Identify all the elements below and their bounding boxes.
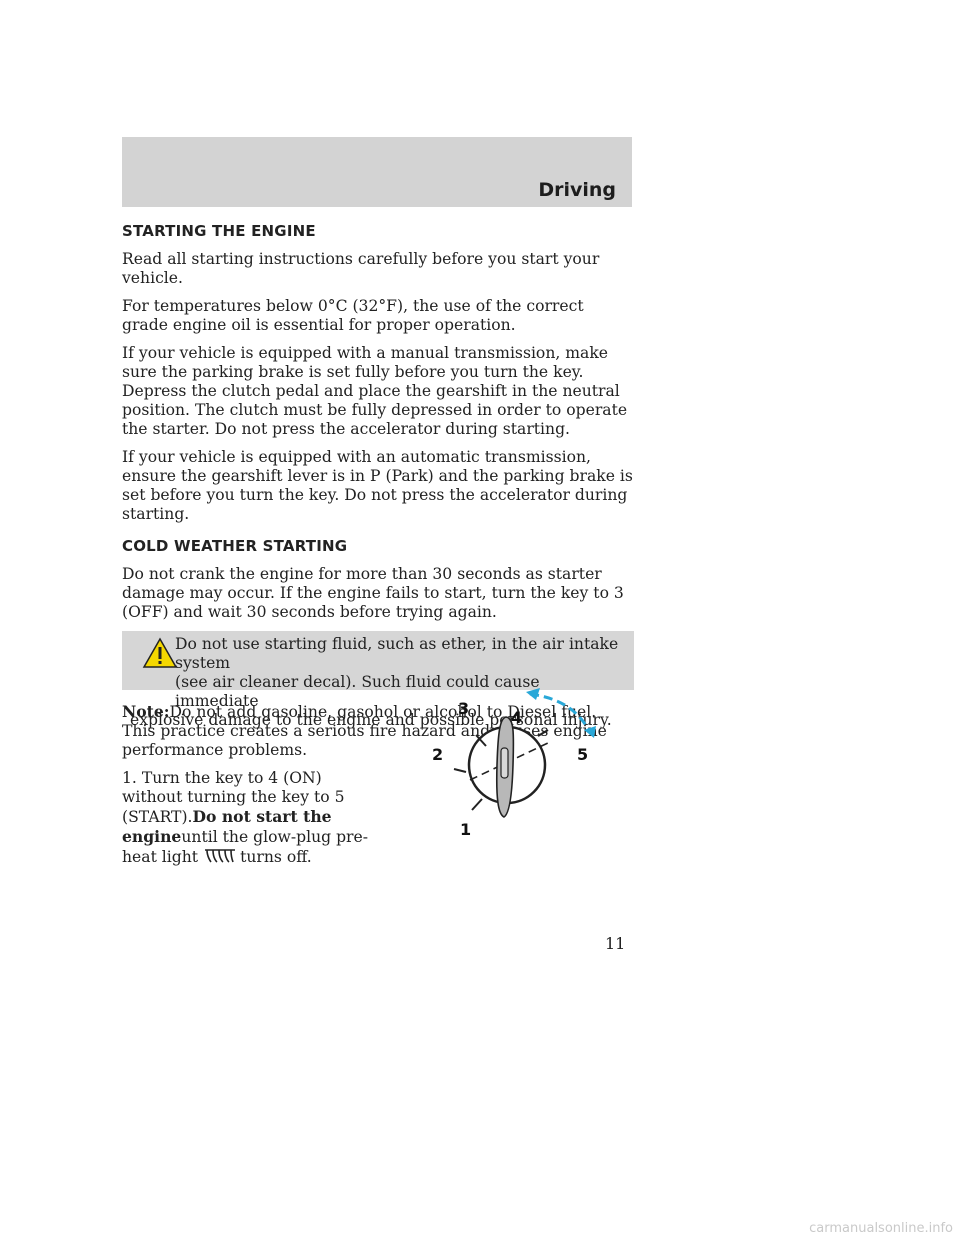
step-1: 1. Turn the key to 4 (ON) without turnin… [122, 769, 372, 867]
step-text: 1. Turn the key to 4 (ON) without turnin… [122, 769, 345, 826]
watermark[interactable]: carmanualsonline.info [809, 1221, 953, 1236]
label-2: 2 [432, 745, 443, 764]
glow-plug-icon [205, 849, 236, 863]
warning-text: explosive damage to the engine and possi… [130, 711, 612, 729]
step-bold-text: Do not start the engine [122, 807, 332, 846]
label-1: 1 [460, 820, 471, 839]
header-band: Driving [122, 137, 632, 207]
note-label: Note: [122, 702, 170, 721]
warning-triangle-icon [142, 637, 178, 668]
heading-starting-engine: STARTING THE ENGINE [122, 222, 316, 240]
paragraph: Do not crank the engine for more than 30… [122, 565, 624, 621]
paragraph: Read all starting instructions carefully… [122, 250, 600, 287]
page-content: STARTING THE ENGINE Read all starting in… [122, 222, 634, 876]
heading-cold-weather: COLD WEATHER STARTING [122, 537, 348, 555]
note-text: Do not add gasoline, gasohol or alcohol … [122, 703, 607, 759]
note-paragraph: Note:Do not add gasoline, gasohol or alc… [122, 702, 634, 760]
warning-text: (see air cleaner decal). Such fluid coul… [175, 673, 540, 710]
label-5: 5 [577, 745, 588, 764]
ignition-key-diagram: 1 2 3 4 5 [432, 688, 596, 839]
warning-text: Do not use starting fluid, such as ether… [175, 635, 619, 672]
step-text: until the glow-plug pre-heat light [122, 828, 368, 866]
warning-box: Do not use starting fluid, such as ether… [122, 631, 634, 729]
label-4: 4 [511, 708, 522, 727]
paragraph: For temperatures below 0°C (32°F), the u… [122, 297, 584, 334]
paragraph: If your vehicle is equipped with an auto… [122, 448, 633, 523]
page-number: 11 [605, 934, 626, 953]
section-title: Driving [538, 179, 616, 201]
step-text: turns off. [240, 848, 312, 866]
label-3: 3 [458, 699, 469, 718]
paragraph: If your vehicle is equipped with a manua… [122, 344, 628, 438]
